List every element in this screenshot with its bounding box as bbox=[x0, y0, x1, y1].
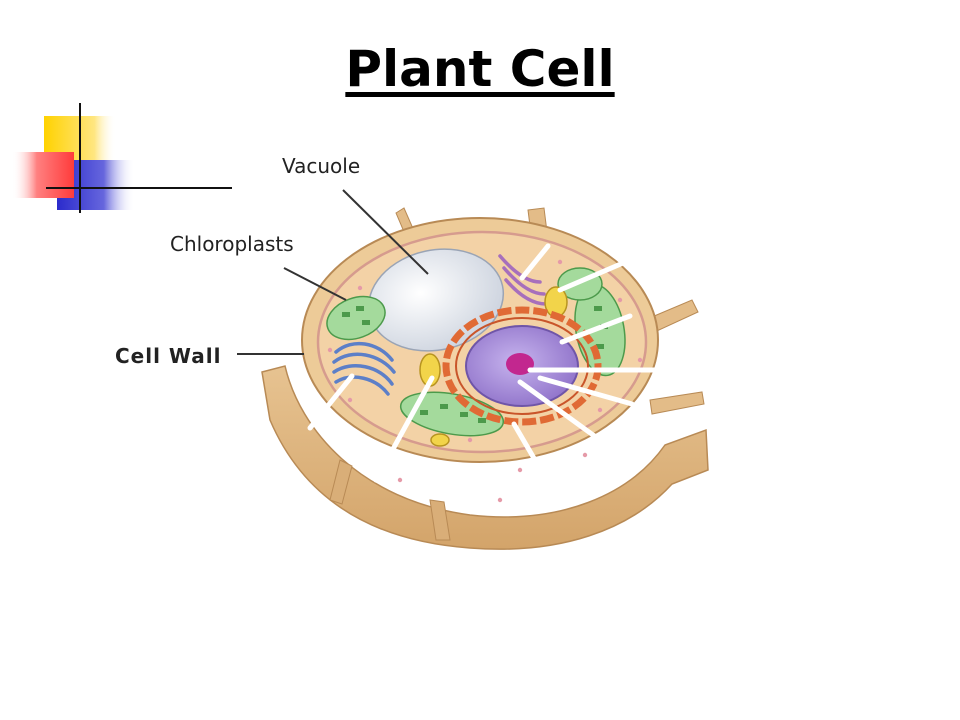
chloroplasts-leader-line bbox=[283, 267, 347, 301]
golgi-apparatus bbox=[332, 341, 396, 396]
wall-fin bbox=[329, 459, 353, 505]
cell-wall-side bbox=[261, 365, 709, 550]
endoplasmic-reticulum bbox=[442, 306, 602, 426]
chloroplasts-label: Chloroplasts bbox=[170, 232, 294, 256]
vacuole-label: Vacuole bbox=[282, 154, 361, 178]
nucleolus bbox=[506, 353, 534, 375]
corner-decoration bbox=[12, 103, 232, 213]
blank-pointer-lines bbox=[307, 227, 723, 499]
mitochondria bbox=[419, 286, 568, 447]
vacuole-leader-line bbox=[342, 189, 429, 275]
golgi-apparatus-2 bbox=[498, 254, 548, 306]
slide-title: Plant Cell bbox=[345, 40, 615, 98]
cell-wall-label: Cell Wall bbox=[115, 344, 222, 368]
wall-fin bbox=[649, 391, 705, 415]
wall-fin bbox=[429, 499, 451, 541]
red-block bbox=[12, 152, 74, 198]
